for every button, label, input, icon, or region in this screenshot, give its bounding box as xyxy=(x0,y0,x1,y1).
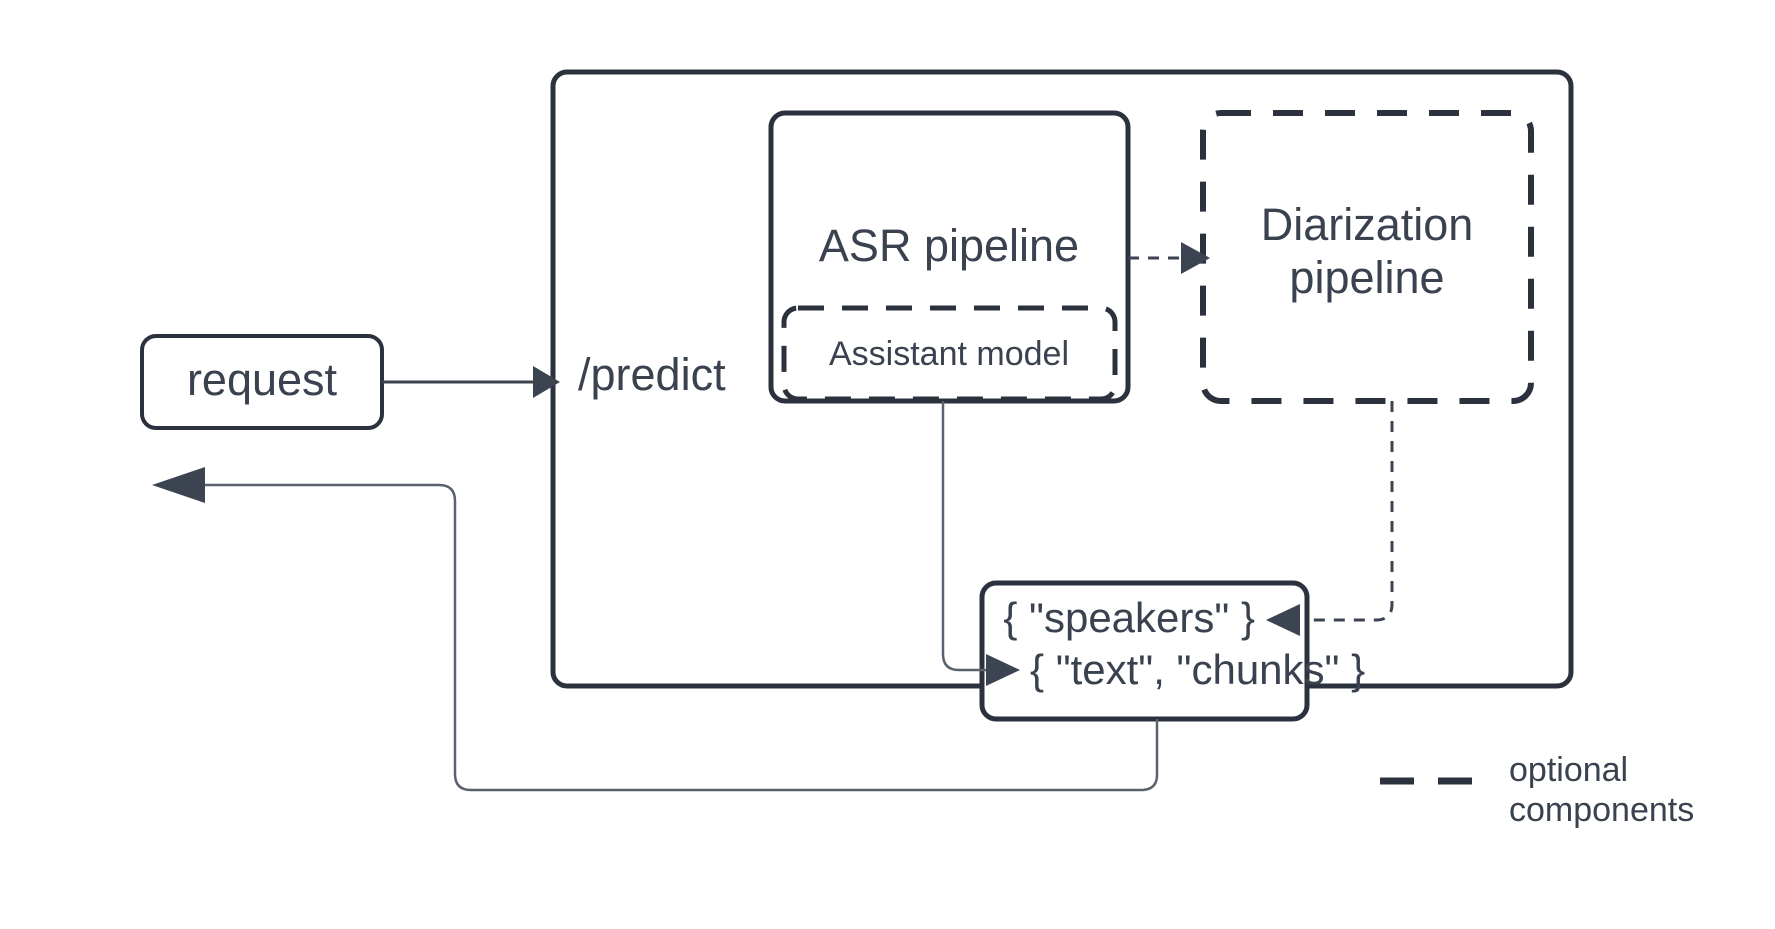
edge-asr-to-diarization xyxy=(1128,242,1210,274)
assistant-model-label: Assistant model xyxy=(829,335,1069,373)
edge-output-to-response-line xyxy=(205,483,1159,792)
edge-asr-to-output-text xyxy=(941,401,1020,686)
arrow-head-left-output-speakers xyxy=(1266,604,1300,636)
assistant-model-node: Assistant model xyxy=(781,305,1118,402)
legend-label-line1: optional xyxy=(1509,751,1628,789)
arrow-head-left-response xyxy=(152,467,205,503)
output-text-chunks-label: { "text", "chunks" } xyxy=(1030,646,1365,693)
output-speakers-label: { "speakers" } xyxy=(1003,594,1255,641)
request-label: request xyxy=(187,354,338,405)
edge-request-to-predict xyxy=(382,366,560,398)
edge-diarization-to-output-speakers-line xyxy=(1305,401,1394,622)
legend-label-line2: components xyxy=(1509,791,1694,829)
asr-pipeline-node: ASR pipeline Assistant model xyxy=(768,110,1131,404)
arrow-head-right-predict xyxy=(533,366,560,398)
diarization-pipeline-label-line2: pipeline xyxy=(1289,252,1444,303)
legend: optional components xyxy=(1380,751,1694,829)
edge-diarization-to-output-speakers xyxy=(1266,401,1394,636)
assistant-model-box xyxy=(781,305,1118,402)
arrow-head-right-diarization xyxy=(1181,242,1210,274)
predict-label: /predict xyxy=(578,349,726,400)
arrow-head-right-output-text xyxy=(986,654,1020,686)
output-payload-box xyxy=(979,580,1310,722)
edge-asr-to-output-text-line xyxy=(941,401,986,672)
edge-output-to-response xyxy=(152,467,1159,792)
diarization-pipeline-label-line1: Diarization xyxy=(1261,199,1474,250)
output-payload-node: { "speakers" } { "text", "chunks" } xyxy=(979,580,1365,722)
request-node: request xyxy=(140,334,384,430)
asr-pipeline-label: ASR pipeline xyxy=(819,220,1079,271)
